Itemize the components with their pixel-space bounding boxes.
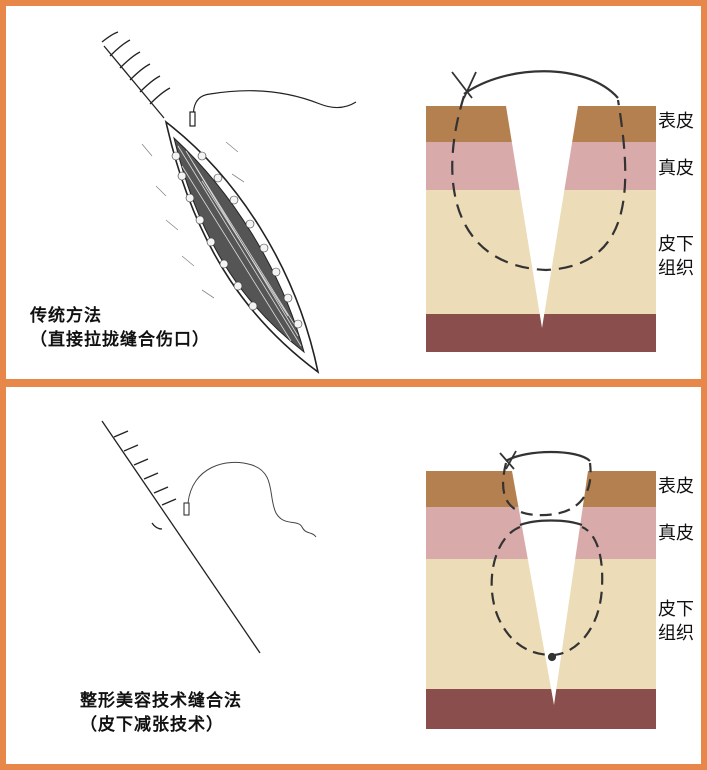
label-subcutaneous-2: 组织 [658, 258, 694, 279]
traditional-illustration [101, 31, 656, 374]
label-dermis: 真皮 [658, 158, 694, 179]
label-dermis: 真皮 [658, 523, 694, 544]
skin-hatching [141, 141, 245, 299]
caption-subtitle: （直接拉拢缝合伤口） [30, 330, 210, 350]
cosmetic-illustration [101, 420, 656, 729]
label-subcutaneous-1: 皮下 [658, 234, 694, 255]
traditional-caption: 传统方法 （直接拉拢缝合伤口） [30, 304, 210, 352]
caption-subtitle: （皮下减张技术） [80, 715, 224, 735]
cosmetic-caption: 整形美容技术缝合法 （皮下减张技术） [80, 689, 242, 737]
label-epidermis: 表皮 [658, 111, 694, 132]
suture-loops-cosmetic [490, 450, 604, 662]
suture-loop-traditional [451, 70, 627, 272]
label-subcutaneous-2: 组织 [658, 623, 694, 644]
skin-cross-section-top [426, 104, 656, 352]
label-epidermis: 表皮 [658, 476, 694, 497]
skin-surface-stitches [101, 31, 171, 119]
cosmetic-method-panel: 整形美容技术缝合法 （皮下减张技术） 表皮 真皮 皮下 组织 [6, 387, 701, 764]
caption-title: 整形美容技术缝合法 [80, 691, 242, 711]
open-wound [164, 120, 320, 374]
traditional-method-panel: 传统方法 （直接拉拢缝合伤口） 表皮 真皮 皮下 组织 [6, 6, 701, 379]
skin-cross-section-bottom [426, 471, 656, 729]
fine-suture-line [101, 420, 261, 654]
needle-thread [189, 90, 357, 127]
label-subcutaneous-1: 皮下 [658, 599, 694, 620]
needle-curly-thread [183, 461, 317, 538]
caption-title: 传统方法 [30, 306, 102, 326]
